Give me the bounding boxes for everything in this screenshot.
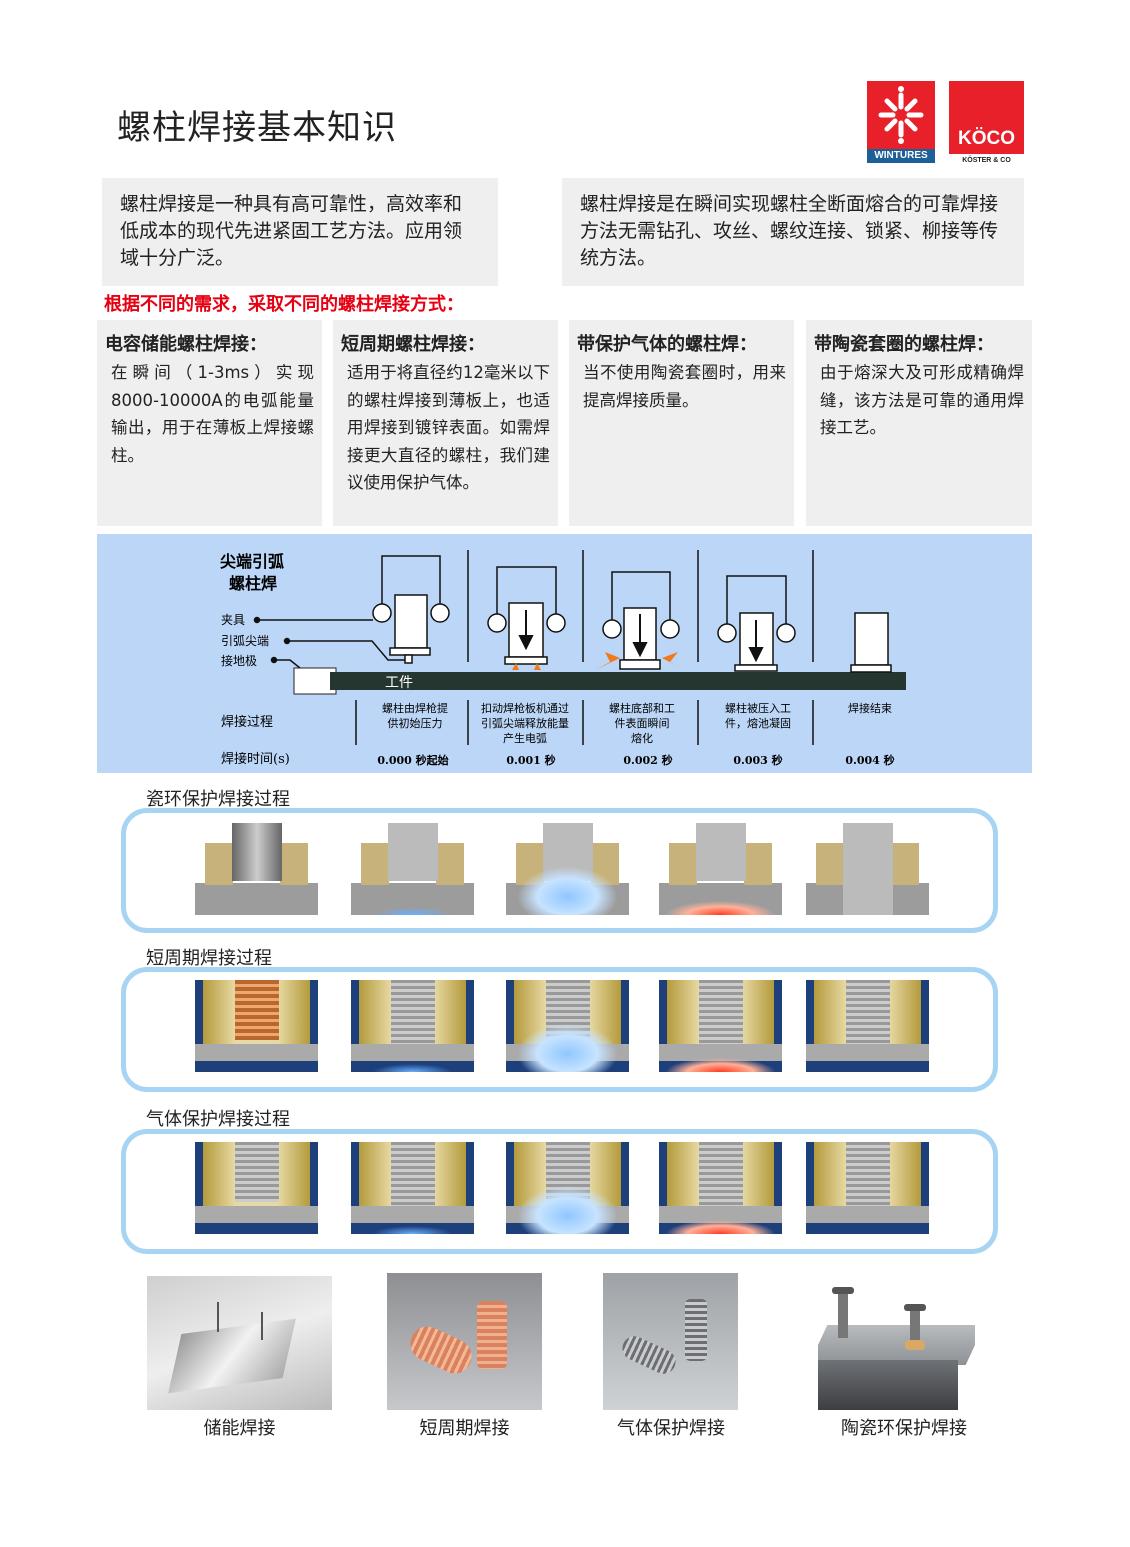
- label-ground: 接地极: [221, 653, 257, 668]
- method-card: 带保护气体的螺柱焊：当不使用陶瓷套圈时，用来提高焊接质量。: [569, 320, 794, 526]
- step-text: 熔化: [631, 731, 653, 745]
- process-frame: [351, 823, 474, 915]
- step-time: 0.000 秒起始: [377, 753, 448, 767]
- process-frame: [351, 980, 474, 1072]
- step-text: 件表面瞬间: [615, 716, 670, 730]
- step-time: 0.001 秒: [506, 753, 555, 767]
- section-label-short: 短周期焊接过程: [146, 948, 272, 969]
- process-frame: [806, 823, 929, 915]
- short-cycle-process-panel: [121, 967, 998, 1092]
- process-frame: [506, 980, 629, 1072]
- process-frame: [195, 980, 318, 1072]
- photo-caption: 储能焊接: [203, 1418, 276, 1439]
- section-label-gas: 气体保护焊接过程: [146, 1109, 290, 1130]
- method-card: 带陶瓷套圈的螺柱焊：由于熔深大及可形成精确焊缝，该方法是可靠的通用焊接工艺。: [806, 320, 1032, 526]
- tip-ignition-diagram: 尖端引弧 螺柱焊 夹具 引弧尖端 接地极 工件 焊接过程 焊接时间(: [97, 534, 1032, 773]
- gas-process-panel: [121, 1129, 998, 1254]
- ceramic-process-panel: [121, 808, 998, 933]
- process-frame: [351, 1142, 474, 1234]
- method-card: 电容储能螺柱焊接：在瞬间（1-3ms）实现8000-10000A的电弧能量输出，…: [97, 320, 322, 526]
- step-text: 螺柱被压入工: [725, 701, 791, 715]
- photo-short-cycle-weld: [387, 1273, 542, 1410]
- photo-capacitor-weld: [147, 1276, 332, 1410]
- step-text: 产生电弧: [503, 731, 547, 745]
- step-text: 供初始压力: [388, 716, 443, 730]
- photo-ceramic-weld: [818, 1285, 975, 1410]
- step-text: 螺柱由焊枪提: [382, 701, 448, 715]
- wintures-logo: WINTURES: [867, 81, 935, 163]
- photo-caption: 短周期焊接: [419, 1418, 510, 1439]
- step-time: 0.004 秒: [845, 753, 894, 767]
- label-clamp: 夹具: [221, 613, 245, 627]
- photo-caption: 气体保护焊接: [617, 1418, 725, 1439]
- step-time: 0.002 秒: [623, 753, 672, 767]
- intro-box-left: 螺柱焊接是一种具有高可靠性，高效率和低成本的现代先进紧固工艺方法。应用领域十分广…: [102, 178, 498, 286]
- page-title: 螺柱焊接基本知识: [117, 108, 397, 148]
- label-time: 焊接时间(s): [221, 751, 290, 767]
- diagram-title: 尖端引弧: [220, 552, 284, 571]
- section-label-ceramic: 瓷环保护焊接过程: [146, 789, 290, 810]
- process-frame: [195, 1142, 318, 1234]
- step-text: 件，熔池凝固: [725, 716, 791, 730]
- step-text: 扣动焊枪板机通过: [481, 701, 569, 715]
- koco-logo: KÖCO KÖSTER & CO: [949, 81, 1024, 167]
- label-process: 焊接过程: [221, 714, 273, 730]
- label-tip: 引弧尖端: [221, 634, 269, 648]
- intro-box-right: 螺柱焊接是在瞬间实现螺柱全断面熔合的可靠焊接方法无需钻孔、攻丝、螺纹连接、锁紧、…: [562, 178, 1024, 286]
- method-card: 短周期螺柱焊接：适用于将直径约12毫米以下的螺柱焊接到薄板上，也适用焊接到镀锌表…: [333, 320, 558, 526]
- photo-caption: 陶瓷环保护焊接: [841, 1418, 967, 1439]
- step-time: 0.003 秒: [733, 753, 782, 767]
- step-text: 螺柱底部和工: [609, 701, 675, 715]
- sun-icon: [878, 86, 924, 144]
- photo-gas-weld: [603, 1273, 738, 1410]
- process-frame: [659, 1142, 782, 1234]
- process-frame: [659, 823, 782, 915]
- step-text: 焊接结束: [848, 701, 892, 715]
- diagram-title: 螺柱焊: [229, 574, 277, 593]
- process-frame: [195, 823, 318, 915]
- process-frame: [506, 1142, 629, 1234]
- methods-heading: 根据不同的需求，采取不同的螺柱焊接方式：: [104, 294, 464, 315]
- process-frame: [506, 823, 629, 915]
- step-text: 引弧尖端释放能量: [481, 716, 569, 730]
- process-frame: [806, 980, 929, 1072]
- process-frame: [806, 1142, 929, 1234]
- process-frame: [659, 980, 782, 1072]
- label-workpiece: 工件: [385, 675, 413, 691]
